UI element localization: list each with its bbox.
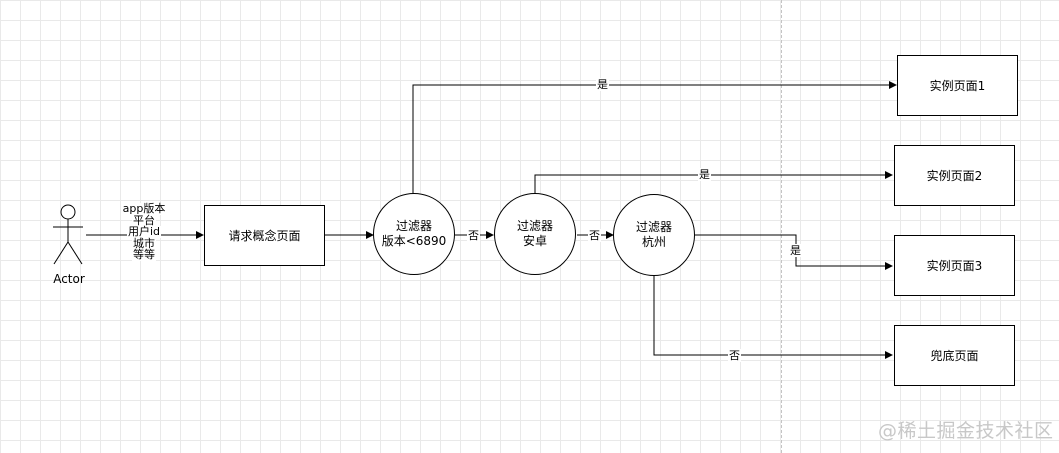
page1-node[interactable]: 实例页面1 [897,55,1018,116]
edge-label-hangzhou-yes: 是 [789,244,802,257]
filter-hangzhou-node[interactable]: 过滤器 杭州 [613,194,695,276]
param-city: 城市 [132,236,156,250]
page2-label: 实例页面2 [926,169,983,183]
filter-version-node[interactable]: 过滤器 版本<6890 [373,193,455,275]
filter-android-node[interactable]: 过滤器 安卓 [494,193,576,275]
edge-label-version-yes: 是 [596,78,609,91]
filter-version-condition: 版本<6890 [381,234,447,248]
filter-version-title: 过滤器 [395,219,432,233]
filter-android-title: 过滤器 [516,219,553,233]
param-platform: 平台 [132,213,156,227]
watermark: @稀土掘金技术社区 [878,420,1054,442]
request-params: app版本 平台 用户id 城市 等等 [112,203,176,261]
edge-hangzhou-no [653,276,893,359]
edge-version-yes [412,81,897,193]
edge-android-yes [534,171,893,193]
edge-label-hangzhou-no: 否 [728,349,741,362]
actor-figure [53,204,83,265]
dashed-divider [781,0,782,453]
fallback-label: 兜底页面 [930,349,979,363]
edge-label-android-yes: 是 [698,168,711,181]
edge-label-android-no: 否 [588,229,601,242]
edge-label-version-no: 否 [467,229,480,242]
filter-hangzhou-title: 过滤器 [635,220,672,234]
page2-node[interactable]: 实例页面2 [894,145,1015,206]
page3-label: 实例页面3 [926,259,983,273]
page3-node[interactable]: 实例页面3 [894,235,1015,296]
request-node-label: 请求概念页面 [228,229,301,243]
param-app-version: app版本 [121,202,167,215]
param-user-id: 用户id [126,225,162,238]
actor-label: Actor [53,272,85,286]
request-node[interactable]: 请求概念页面 [204,205,325,266]
filter-hangzhou-condition: 杭州 [641,235,666,249]
param-etc: 等等 [132,248,156,261]
fallback-node[interactable]: 兜底页面 [894,325,1015,386]
page1-label: 实例页面1 [929,79,986,93]
filter-android-condition: 安卓 [522,234,547,248]
